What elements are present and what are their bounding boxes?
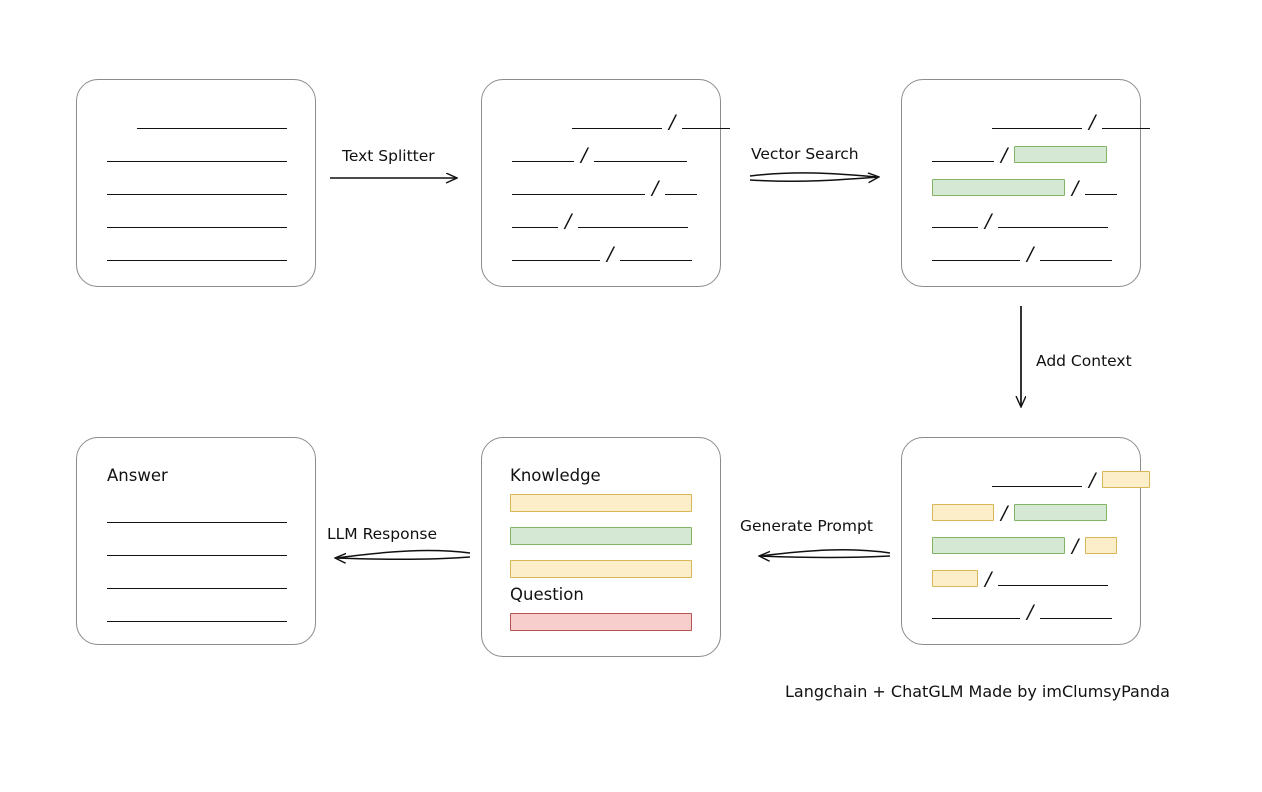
edge-label-llm-response: LLM Response — [327, 525, 438, 543]
knowledge-section-label: Knowledge — [510, 466, 601, 485]
split-document-lines: / / / / / — [482, 80, 730, 286]
segment-slash: / — [1001, 502, 1008, 524]
answer-label: Answer — [107, 466, 168, 485]
segment-slash: / — [1072, 535, 1079, 557]
answer-box[interactable]: Answer — [76, 437, 316, 645]
segment-rule — [107, 621, 287, 622]
segment-rule — [932, 260, 1020, 261]
segment-rule — [512, 227, 558, 228]
segment-rule — [512, 161, 574, 162]
segment-rule — [578, 227, 688, 228]
segment-rule — [107, 260, 287, 261]
segment-rule — [137, 128, 287, 129]
segment-rule — [107, 555, 287, 556]
context-document-box[interactable]: / / / / / — [901, 437, 1150, 645]
segment-slash: / — [1027, 601, 1034, 623]
segment-slash: / — [1089, 469, 1096, 491]
segment-slash: / — [985, 568, 992, 590]
segment-rule — [107, 588, 287, 589]
arrow-llm-response — [336, 549, 471, 560]
segment-rule — [620, 260, 692, 261]
segment-rule — [107, 194, 287, 195]
segment-slash: / — [1001, 144, 1008, 166]
segment-rule — [107, 227, 287, 228]
retrieved-document-box[interactable]: / / / / / — [901, 79, 1150, 287]
arrow-vector-search — [749, 173, 878, 181]
prompt-box[interactable]: Knowledge Question — [481, 437, 721, 657]
segment-rule — [682, 128, 730, 129]
question-section-label: Question — [510, 585, 584, 604]
edge-label-add-context: Add Context — [1036, 352, 1132, 370]
footer-credit: Langchain + ChatGLM Made by imClumsyPand… — [785, 682, 1170, 701]
segment-slash: / — [565, 210, 572, 232]
context-document-lines: / / / / / — [902, 438, 1150, 644]
answer-lines — [77, 438, 315, 644]
segment-chip-yellow — [932, 504, 994, 521]
segment-rule — [1040, 260, 1112, 261]
segment-slash: / — [985, 210, 992, 232]
segment-rule — [107, 522, 287, 523]
segment-rule — [512, 194, 645, 195]
question-bar-1 — [510, 613, 692, 631]
segment-chip-green — [1014, 504, 1107, 521]
segment-slash: / — [581, 144, 588, 166]
segment-rule — [932, 227, 978, 228]
segment-chip-green — [932, 537, 1065, 554]
knowledge-bar-1 — [510, 494, 692, 512]
segment-slash: / — [607, 243, 614, 265]
segment-slash: / — [652, 177, 659, 199]
segment-rule — [107, 161, 287, 162]
segment-rule — [998, 585, 1108, 586]
segment-rule — [1085, 194, 1117, 195]
segment-chip-yellow — [1102, 471, 1150, 488]
edge-label-vector-search: Vector Search — [751, 145, 859, 163]
segment-rule — [998, 227, 1108, 228]
segment-rule — [932, 161, 994, 162]
arrow-generate-prompt — [760, 549, 891, 558]
segment-rule — [665, 194, 697, 195]
segment-rule — [572, 128, 662, 129]
segment-rule — [992, 128, 1082, 129]
segment-chip-green — [1014, 146, 1107, 163]
segment-slash: / — [1089, 111, 1096, 133]
segment-rule — [1102, 128, 1150, 129]
segment-chip-green — [932, 179, 1065, 196]
source-document-box[interactable] — [76, 79, 316, 287]
knowledge-bar-3 — [510, 560, 692, 578]
segment-slash: / — [1072, 177, 1079, 199]
segment-chip-yellow — [1085, 537, 1117, 554]
segment-rule — [1040, 618, 1112, 619]
segment-slash: / — [1027, 243, 1034, 265]
segment-rule — [512, 260, 600, 261]
edge-label-generate-prompt: Generate Prompt — [740, 517, 873, 535]
knowledge-bar-2 — [510, 527, 692, 545]
edge-label-text-splitter: Text Splitter — [342, 147, 435, 165]
retrieved-document-lines: / / / / / — [902, 80, 1150, 286]
source-document-lines — [77, 80, 315, 286]
segment-slash: / — [669, 111, 676, 133]
split-document-box[interactable]: / / / / / — [481, 79, 730, 287]
segment-chip-yellow — [932, 570, 978, 587]
segment-rule — [992, 486, 1082, 487]
segment-rule — [932, 618, 1020, 619]
segment-rule — [594, 161, 687, 162]
